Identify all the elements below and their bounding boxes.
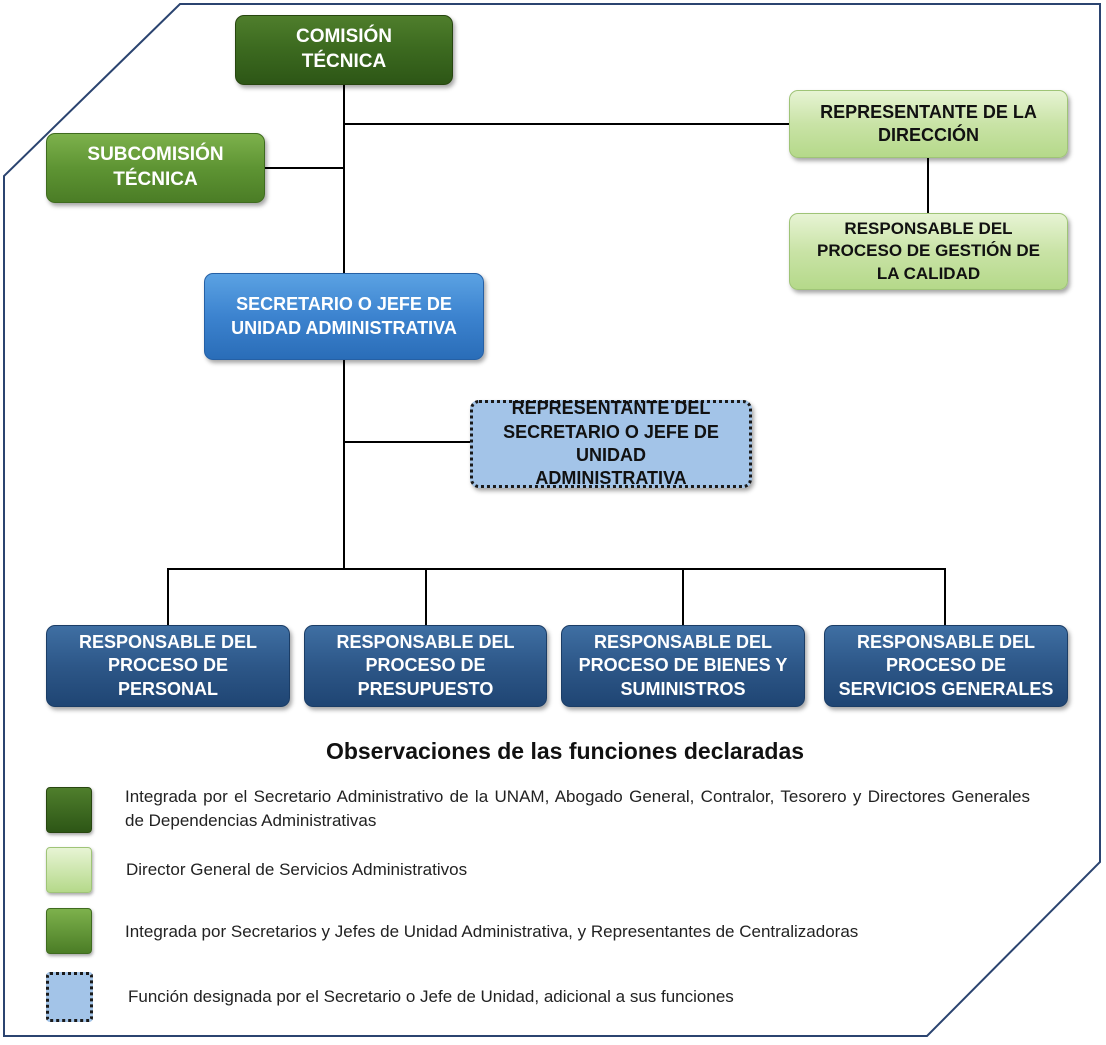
legend-text-light-green: Director General de Servicios Administra… [126,860,468,879]
connector-to-personal [167,568,169,626]
connector-horizontal-bottom [167,568,946,570]
legend-swatch-light-green [46,847,92,893]
connector-to-representante-secretario [343,441,472,443]
node-representante-direccion: REPRESENTANTE DE LA DIRECCIÓN [789,90,1068,158]
legend-text-dark-green: Integrada por el Secretario Administrati… [125,787,1030,830]
node-subcomision-tecnica: SUBCOMISIÓN TÉCNICA [46,133,265,203]
legend-swatch-dark-green [46,787,92,833]
node-responsable-personal: RESPONSABLE DEL PROCESO DE PERSONAL [46,625,290,707]
connector-direccion-calidad [927,158,929,213]
node-responsable-calidad: RESPONSABLE DEL PROCESO DE GESTIÓN DE LA… [789,213,1068,290]
connector-comision-secretario [343,84,345,274]
node-representante-secretario: REPRESENTANTE DEL SECRETARIO O JEFE DE U… [470,398,752,488]
node-responsable-presupuesto: RESPONSABLE DEL PROCESO DE PRESUPUESTO [304,625,547,707]
connector-to-bienes [682,568,684,626]
connector-to-subcomision [264,167,344,169]
connector-to-presupuesto [425,568,427,626]
legend-swatch-dotted-blue [46,972,93,1022]
node-comision-tecnica: COMISIÓN TÉCNICA [235,15,453,85]
connector-to-representante-direccion [343,123,791,125]
legend-text-dotted-blue: Función designada por el Secretario o Je… [128,987,734,1006]
connector-secretario-down [343,360,345,569]
node-responsable-servicios: RESPONSABLE DEL PROCESO DE SERVICIOS GEN… [824,625,1068,707]
legend-text-mid-green: Integrada por Secretarios y Jefes de Uni… [125,922,859,941]
node-secretario-jefe: SECRETARIO O JEFE DE UNIDAD ADMINISTRATI… [204,273,484,360]
legend-swatch-mid-green [46,908,92,954]
connector-to-servicios [944,568,946,626]
node-responsable-bienes: RESPONSABLE DEL PROCESO DE BIENES Y SUMI… [561,625,805,707]
legend-title: Observaciones de las funciones declarada… [325,738,805,764]
